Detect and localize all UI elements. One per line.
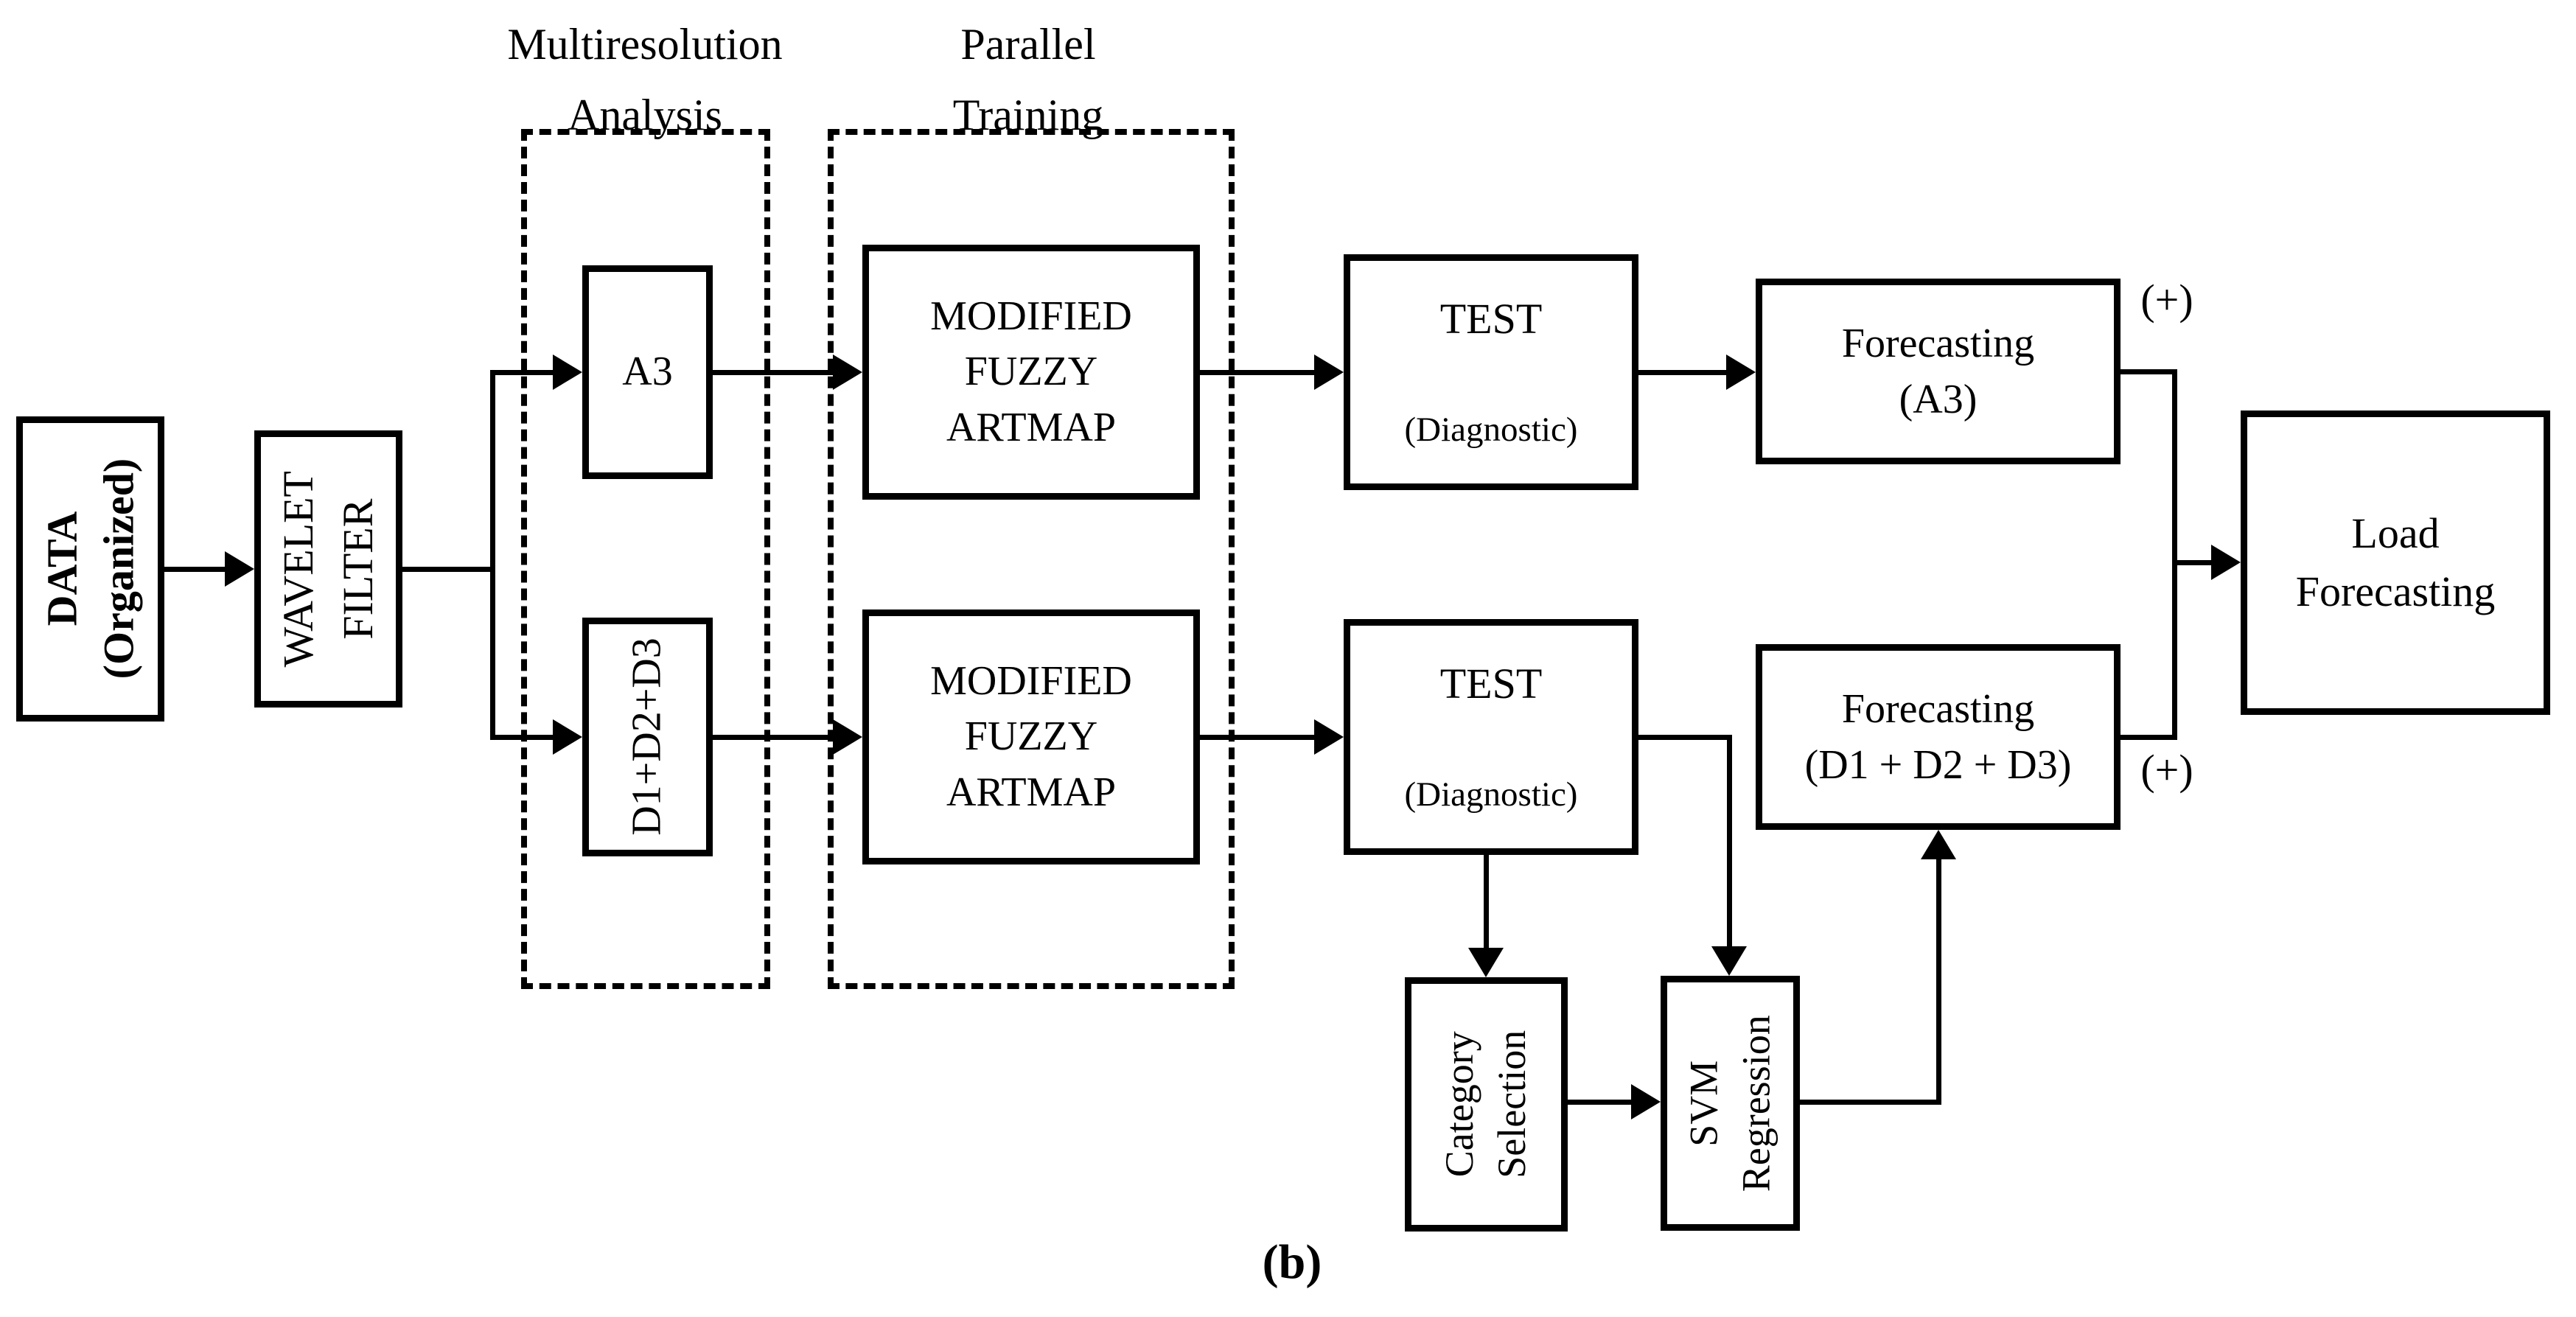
edge-bus-to-load-forecasting-arrowhead [2211, 545, 2241, 580]
plus-sign-top: (+) [2140, 276, 2193, 324]
edge-category-to-svm-line [1568, 1100, 1634, 1105]
edge-category-to-svm-arrowhead [1631, 1084, 1661, 1119]
edge-mfa-bottom-to-test-bottom-line [1200, 735, 1317, 740]
edge-test-bottom-to-svm-vline [1727, 735, 1732, 949]
test-diagnostic-top-label: TEST (Diagnostic) [1405, 240, 1578, 505]
modified-fuzzy-artmap-bottom-box: MODIFIED FUZZY ARTMAP [862, 609, 1200, 864]
a3-label: A3 [622, 349, 673, 395]
d1-d2-d3-label: D1+D2+D3 [624, 637, 670, 836]
data-organized-box: DATA (Organized) [16, 416, 164, 722]
edge-branch-to-a3-line [490, 370, 556, 375]
branch-vertical-line [490, 370, 495, 740]
load-forecasting-box: Load Forecasting [2241, 411, 2550, 715]
edge-bus-to-load-forecasting-line [2174, 560, 2214, 565]
test-bottom-title: TEST [1439, 659, 1543, 708]
parallel-training-group-box [828, 129, 1235, 989]
category-selection-label: Category Selection [1437, 1030, 1535, 1178]
edge-d123-to-mfa-bottom-arrowhead [833, 719, 862, 755]
plus-sign-bottom: (+) [2140, 746, 2193, 794]
edge-branch-to-d123-arrowhead [553, 719, 582, 755]
test-diagnostic-top-box: TEST (Diagnostic) [1344, 254, 1638, 490]
edge-svm-to-forecasting-d123-vline [1936, 856, 1941, 1105]
modified-fuzzy-artmap-top-label: MODIFIED FUZZY ARTMAP [930, 293, 1132, 450]
edge-test-bottom-to-category-vline [1484, 855, 1489, 951]
parallel-training-label: Parallel Training [952, 20, 1104, 139]
sum-bus-vertical-line [2172, 369, 2177, 740]
edge-mfa-bottom-to-test-bottom-arrowhead [1314, 719, 1344, 755]
test-top-subtitle: (Diagnostic) [1404, 410, 1578, 449]
edge-branch-to-a3-arrowhead [553, 354, 582, 390]
edge-forecasting-d123-to-bus-line [2121, 735, 2177, 740]
test-diagnostic-bottom-box: TEST (Diagnostic) [1344, 619, 1638, 855]
forecasting-a3-label: Forecasting (A3) [1841, 320, 2035, 422]
edge-forecasting-a3-to-bus-line [2121, 369, 2177, 374]
edge-test-top-to-forecasting-a3-arrowhead [1726, 354, 1756, 390]
edge-svm-to-forecasting-d123-arrowhead [1921, 830, 1956, 859]
edge-test-top-to-forecasting-a3-line [1638, 370, 1729, 375]
d1-d2-d3-box: D1+D2+D3 [582, 618, 713, 856]
test-diagnostic-bottom-label: TEST (Diagnostic) [1405, 605, 1578, 870]
edge-a3-to-mfa-top-arrowhead [833, 354, 862, 390]
svm-regression-label: SVM Regression [1681, 1015, 1779, 1192]
test-top-title: TEST [1439, 294, 1543, 343]
category-selection-box: Category Selection [1405, 977, 1568, 1232]
wavelet-filter-label: WAVELET FILTER [274, 470, 383, 668]
edge-data-to-wavelet-arrowhead [225, 551, 254, 587]
forecasting-d1-d2-d3-box: Forecasting (D1 + D2 + D3) [1756, 644, 2121, 830]
figure-caption: (b) [1262, 1235, 1322, 1289]
edge-d123-to-mfa-bottom-line [713, 735, 836, 740]
edge-mfa-top-to-test-top-arrowhead [1314, 354, 1344, 390]
multiresolution-analysis-group-box [521, 129, 770, 989]
wavelet-filter-box: WAVELET FILTER [254, 430, 402, 708]
forecasting-a3-box: Forecasting (A3) [1756, 279, 2121, 464]
edge-test-bottom-to-svm-arrowhead [1711, 946, 1747, 976]
modified-fuzzy-artmap-bottom-label: MODIFIED FUZZY ARTMAP [930, 658, 1132, 815]
edge-wavelet-to-branch-line [402, 567, 495, 572]
edge-a3-to-mfa-top-line [713, 370, 836, 375]
forecasting-d1-d2-d3-label: Forecasting (D1 + D2 + D3) [1804, 685, 2072, 788]
a3-box: A3 [582, 265, 713, 479]
data-organized-label: DATA (Organized) [37, 458, 142, 680]
edge-test-bottom-to-category-arrowhead [1468, 948, 1504, 977]
edge-mfa-top-to-test-top-line [1200, 370, 1317, 375]
load-forecasting-label: Load Forecasting [2295, 509, 2496, 615]
multiresolution-analysis-label: Multiresolution Analysis [507, 20, 783, 139]
svm-regression-box: SVM Regression [1661, 976, 1800, 1231]
edge-branch-to-d123-line [490, 735, 556, 740]
edge-svm-to-forecasting-d123-hline [1800, 1100, 1941, 1105]
edge-test-bottom-to-svm-hline [1638, 735, 1732, 740]
edge-data-to-wavelet-line [164, 567, 228, 572]
modified-fuzzy-artmap-top-box: MODIFIED FUZZY ARTMAP [862, 245, 1200, 500]
test-bottom-subtitle: (Diagnostic) [1404, 775, 1578, 814]
